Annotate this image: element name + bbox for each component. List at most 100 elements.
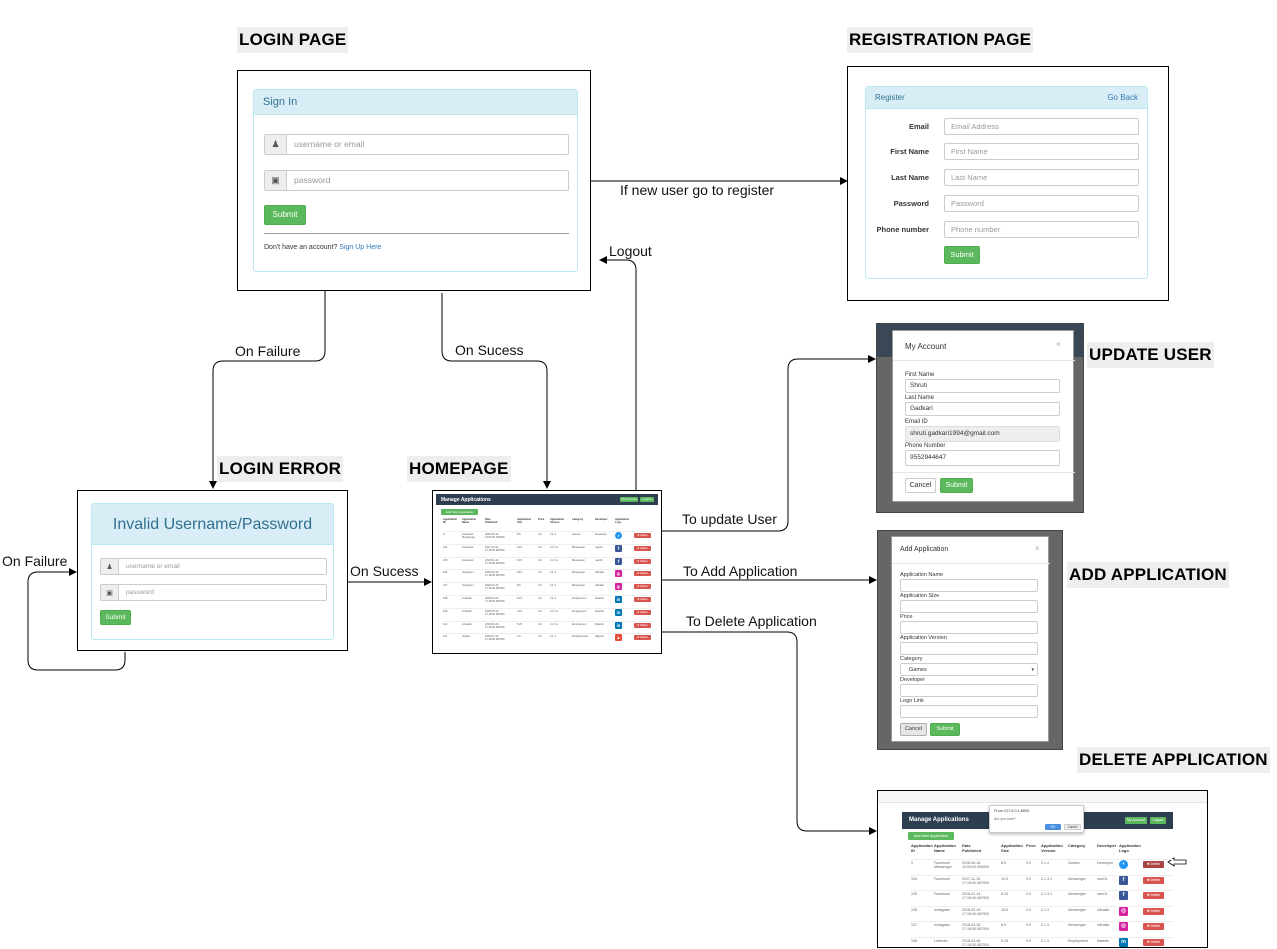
table-cell-size: 8.5: [517, 584, 521, 588]
confirm-dialog-message: Are you sure?: [994, 817, 1016, 821]
add-cancel-button[interactable]: Cancel: [900, 723, 927, 736]
instagram-logo-icon: ◎: [1119, 922, 1128, 931]
modal-title: My Account: [905, 342, 947, 351]
price-input[interactable]: [900, 621, 1038, 634]
delete-button[interactable]: ✖ Delete: [634, 571, 651, 577]
arrow-to-delete-app: [661, 631, 877, 835]
table-cell-developer: user11: [595, 558, 603, 562]
lock-icon: ▣: [101, 585, 119, 600]
browser-strip: [878, 791, 1207, 803]
table-cell-developer: user11: [1097, 876, 1108, 881]
delete-button[interactable]: ✖ Delete: [1143, 938, 1164, 946]
delete-button[interactable]: ✖ Delete: [634, 533, 651, 538]
first-name-input[interactable]: First Name: [944, 143, 1139, 160]
password-input[interactable]: Password: [944, 195, 1139, 212]
delete-button[interactable]: ✖ Delete: [634, 597, 651, 602]
table-header: Application Size: [517, 518, 532, 524]
homepage-title: Manage Applications: [441, 497, 491, 503]
confirm-dialog: From 127.0.0.1:8000 Are you sure? OK Can…: [989, 805, 1084, 833]
delete-button[interactable]: ✖ Delete: [634, 622, 651, 628]
table-cell-category: Messenger: [1068, 907, 1086, 912]
category-select[interactable]: Games ▾: [900, 663, 1038, 676]
go-back-link[interactable]: Go Back: [1107, 93, 1138, 102]
delete-add-new-button[interactable]: Add New Application: [908, 832, 954, 840]
add-new-application-button[interactable]: Add New Application: [441, 509, 478, 515]
delete-button[interactable]: ✖ Delete: [1143, 861, 1164, 868]
close-icon[interactable]: ×: [1035, 544, 1040, 553]
first-name-input[interactable]: Shruti: [905, 379, 1060, 393]
logo-link-input[interactable]: [900, 705, 1038, 718]
confirm-cancel-button[interactable]: Cancel: [1064, 824, 1081, 830]
table-cell-category: Games: [572, 533, 581, 536]
cancel-button[interactable]: Cancel: [905, 478, 936, 493]
username-field[interactable]: ♟ username or email: [264, 134, 569, 155]
app-version-label: Application Version: [900, 635, 947, 641]
table-cell-category: Messenger: [1068, 876, 1086, 881]
delete-button[interactable]: ✖ Delete: [1143, 876, 1164, 884]
app-name-input[interactable]: [900, 579, 1038, 592]
table-cell-size: 8.5: [517, 533, 521, 536]
password-field[interactable]: ▣ password: [264, 170, 569, 191]
error-submit-button[interactable]: Submit: [100, 610, 131, 625]
table-cell-developer: linkedin: [595, 622, 604, 626]
error-password-field[interactable]: ▣ password: [100, 584, 327, 601]
table-cell-date: 2018-03-16 17:18:00.087000: [485, 584, 505, 591]
delete-button[interactable]: ✖ Delete: [634, 609, 651, 615]
table-cell-size: 8.15: [1001, 892, 1008, 896]
last-name-input[interactable]: Gadkari: [905, 402, 1060, 416]
submit-button[interactable]: Submit: [264, 205, 306, 225]
username-placeholder: username or email: [294, 139, 365, 149]
confirm-ok-button[interactable]: OK: [1045, 824, 1061, 830]
phone-input[interactable]: 9552944647: [905, 450, 1060, 466]
table-cell-size: 3.15: [517, 609, 523, 613]
delete-logout-button[interactable]: Logout: [1150, 817, 1166, 824]
delete-button[interactable]: ✖ Delete: [634, 558, 651, 564]
table-cell-id: 106: [443, 571, 448, 575]
phone-input[interactable]: Phone number: [944, 221, 1139, 238]
delete-my-account-button[interactable]: My Account: [1125, 817, 1147, 824]
table-cell-date: 2018-01-14 17:18:00.087000: [485, 558, 505, 565]
table-cell-size: 5.25: [517, 622, 523, 626]
table-cell-version: 2.1.3.1: [550, 622, 558, 626]
modal-footer-divider: [893, 472, 1075, 473]
table-header: Date Published: [485, 518, 498, 524]
developer-input[interactable]: [900, 684, 1038, 697]
last-name-input[interactable]: Last Name: [944, 169, 1139, 186]
flow-label-error-failure: On Failure: [1, 553, 69, 569]
close-icon[interactable]: ×: [1056, 340, 1061, 349]
table-row: [443, 582, 653, 584]
add-submit-button[interactable]: Submit: [930, 723, 960, 736]
phone-label: Phone Number: [905, 443, 946, 449]
delete-button[interactable]: ✖ Delete: [634, 545, 651, 551]
register-panel: Register Go Back Email Email Address Fir…: [865, 86, 1148, 279]
table-header: Price: [1026, 843, 1036, 848]
app-version-input[interactable]: [900, 642, 1038, 655]
delete-button[interactable]: ✖ Delete: [634, 635, 651, 641]
email-label: Email ID: [905, 419, 928, 425]
table-cell-name: Facebook: [934, 892, 950, 896]
delete-button[interactable]: ✖ Delete: [1143, 923, 1164, 930]
email-input[interactable]: Email Address: [944, 118, 1139, 135]
my-account-button[interactable]: My Account: [620, 497, 638, 502]
table-header: Developer: [1097, 843, 1117, 848]
table-cell-price: 0.0: [538, 622, 542, 626]
flow-label-logout: Logout: [608, 243, 653, 259]
delete-button[interactable]: ✖ Delete: [1143, 907, 1164, 915]
update-submit-button[interactable]: Submit: [940, 478, 973, 493]
sign-up-link[interactable]: Sign Up Here: [339, 244, 382, 251]
register-submit-button[interactable]: Submit: [944, 246, 980, 264]
table-header: Application Size: [1001, 843, 1023, 853]
table-cell-id: 110: [443, 622, 448, 626]
table-header: Application Version: [550, 518, 565, 524]
logout-button[interactable]: Logout: [640, 497, 654, 502]
table-row: [443, 569, 653, 571]
error-username-field[interactable]: ♟ username or email: [100, 558, 327, 575]
table-cell-category: Messenger: [572, 571, 585, 575]
table-row: [443, 531, 653, 532]
delete-button[interactable]: ✖ Delete: [1143, 892, 1164, 899]
app-size-input[interactable]: [900, 600, 1038, 613]
table-cell-name: LinkedIn: [462, 622, 472, 626]
delete-button[interactable]: ✖ Delete: [634, 584, 651, 590]
email-input: shruti.gadkari1994@gmail.com: [905, 426, 1060, 442]
